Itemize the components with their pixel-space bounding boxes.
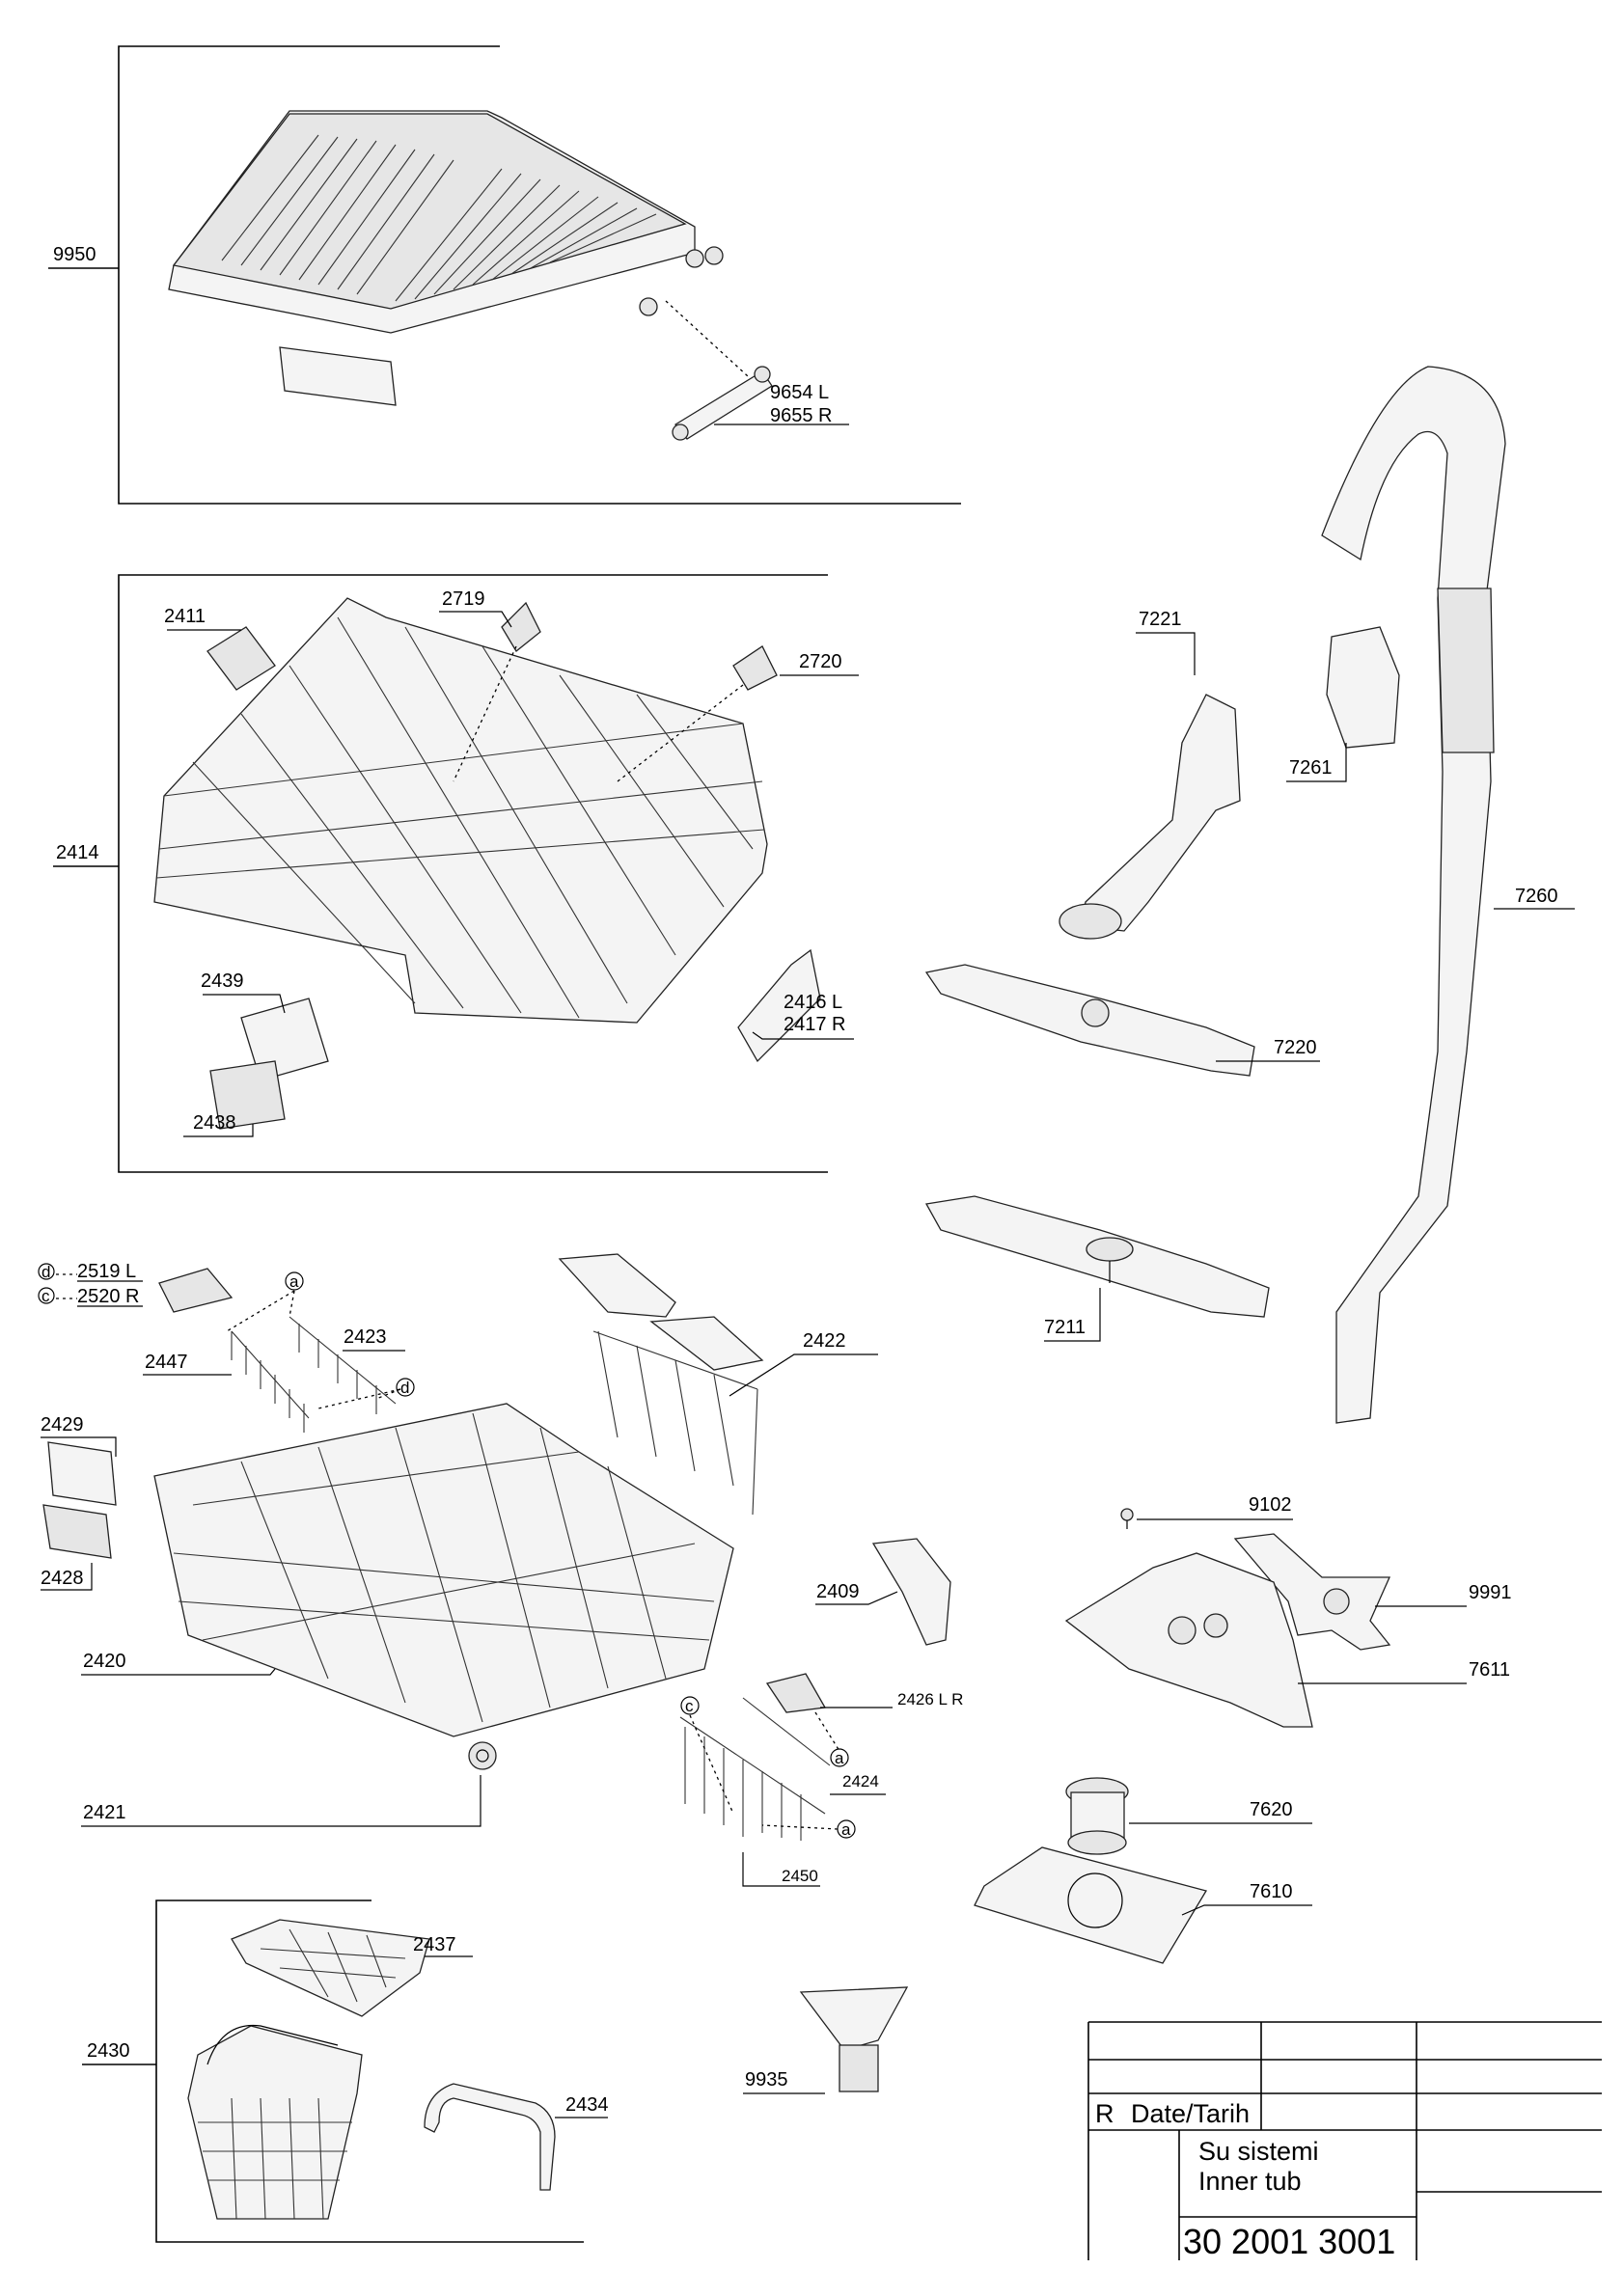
callout-c-2: c xyxy=(685,1697,694,1715)
leaders-2424-2450 xyxy=(742,1793,886,1887)
title-block xyxy=(1087,2021,1602,2260)
leaders-spray-system xyxy=(1044,632,1575,1342)
part-7221-upper-duct xyxy=(1059,694,1241,940)
part-2422-folding-rack xyxy=(558,1253,764,1516)
leaders-lower-left xyxy=(41,1350,481,1827)
part-7260-supply-pipe xyxy=(1321,366,1506,1424)
part-9654-9655-rail xyxy=(665,300,773,441)
title-block-title-en: Inner tub xyxy=(1198,2167,1302,2196)
label-2417: 2417 R xyxy=(784,1014,846,1035)
part-2423-2447-tines xyxy=(226,1271,415,1433)
part-9102-screw xyxy=(1120,1508,1293,1529)
label-9950: 9950 xyxy=(53,244,96,265)
label-7610: 7610 xyxy=(1250,1881,1293,1902)
label-9654: 9654 L xyxy=(770,382,829,403)
label-2409: 2409 xyxy=(816,1581,860,1602)
part-2434-handle xyxy=(424,2083,556,2191)
label-2422: 2422 xyxy=(803,1330,846,1352)
group-2414-frame xyxy=(53,574,828,1173)
callout-a-3: a xyxy=(841,1820,851,1839)
label-7260: 7260 xyxy=(1515,886,1558,907)
label-7211: 7211 xyxy=(1044,1317,1086,1338)
label-7220: 7220 xyxy=(1274,1037,1317,1058)
part-9991-bracket xyxy=(1233,1533,1391,1651)
label-7620: 7620 xyxy=(1250,1799,1293,1820)
callout-a-2: a xyxy=(835,1749,844,1767)
label-7261: 7261 xyxy=(1289,757,1333,779)
part-9950-cutlery-tray xyxy=(168,110,724,406)
label-2450: 2450 xyxy=(782,1867,818,1885)
part-2719-clip xyxy=(453,601,541,782)
part-2437-grid-lid xyxy=(231,1919,430,2017)
label-2439: 2439 xyxy=(201,970,244,992)
label-2424: 2424 xyxy=(842,1772,879,1790)
title-block-revision: R xyxy=(1095,2099,1114,2128)
part-2430-cutlery-basket xyxy=(187,2024,363,2220)
label-2520: 2520 R xyxy=(77,1286,140,1307)
label-2416: 2416 L xyxy=(784,992,842,1013)
label-2447: 2447 xyxy=(145,1352,188,1373)
leaders-2409 xyxy=(815,1591,898,1605)
title-block-title-tr: Su sistemi xyxy=(1198,2137,1319,2166)
part-2519-2520-lever xyxy=(158,1268,234,1313)
part-7220-upper-spray-arm xyxy=(924,964,1255,1077)
part-2416-2417-adjuster xyxy=(737,948,821,1063)
label-2421: 2421 xyxy=(83,1802,126,1823)
label-2519: 2519 L xyxy=(77,1261,136,1282)
callout-d-1: d xyxy=(41,1263,50,1281)
part-2438-cap xyxy=(209,1060,286,1130)
label-2426: 2426 L R xyxy=(897,1690,963,1708)
part-2428-cap xyxy=(42,1504,112,1559)
label-2430: 2430 xyxy=(87,2040,130,2062)
label-2438: 2438 xyxy=(193,1112,236,1134)
part-2429-cover xyxy=(47,1441,117,1506)
label-2414: 2414 xyxy=(56,842,99,863)
label-2719: 2719 xyxy=(442,588,485,610)
leaders-2414-group xyxy=(167,611,859,1137)
callout-d-2: d xyxy=(400,1379,409,1397)
part-2420-lower-basket xyxy=(153,1403,734,1737)
label-9102: 9102 xyxy=(1249,1494,1292,1516)
part-7610-filter-plate xyxy=(974,1846,1208,1964)
callout-c-1: c xyxy=(41,1287,50,1305)
part-2720-clip xyxy=(617,645,778,782)
title-block-date-label: Date/Tarih xyxy=(1131,2099,1250,2128)
label-2423: 2423 xyxy=(344,1326,387,1348)
part-7620-filter xyxy=(1065,1777,1129,1855)
label-2428: 2428 xyxy=(41,1568,84,1589)
part-9935-funnel xyxy=(799,1986,909,2092)
label-9991: 9991 xyxy=(1469,1582,1512,1603)
label-9935: 9935 xyxy=(745,2069,788,2091)
label-2437: 2437 xyxy=(413,1934,456,1955)
part-2409-bracket xyxy=(871,1538,951,1646)
part-7261-connector xyxy=(1326,626,1400,749)
leaders-2422 xyxy=(729,1353,878,1397)
label-2420: 2420 xyxy=(83,1651,126,1672)
label-2434: 2434 xyxy=(565,2094,609,2116)
group-2430-frame xyxy=(82,1900,584,2243)
part-2424-tine-row xyxy=(679,1696,856,1841)
label-9655: 9655 R xyxy=(770,405,833,426)
part-7211-lower-spray-arm xyxy=(924,1195,1270,1318)
label-2429: 2429 xyxy=(41,1414,84,1435)
label-2411: 2411 xyxy=(164,606,206,627)
callout-a-1: a xyxy=(289,1272,299,1291)
group-9950-frame xyxy=(48,45,961,505)
label-7611: 7611 xyxy=(1469,1659,1510,1681)
part-2439-cover xyxy=(240,998,329,1081)
part-2421-wheel xyxy=(468,1741,497,1770)
callouts-2519-2520 xyxy=(38,1263,143,1307)
label-2720: 2720 xyxy=(799,651,842,672)
label-7221: 7221 xyxy=(1139,609,1182,630)
part-2414-upper-basket xyxy=(153,597,768,1024)
leaders-7610 xyxy=(1181,1904,1312,1916)
title-block-part-number: 30 2001 3001 xyxy=(1183,2222,1395,2261)
